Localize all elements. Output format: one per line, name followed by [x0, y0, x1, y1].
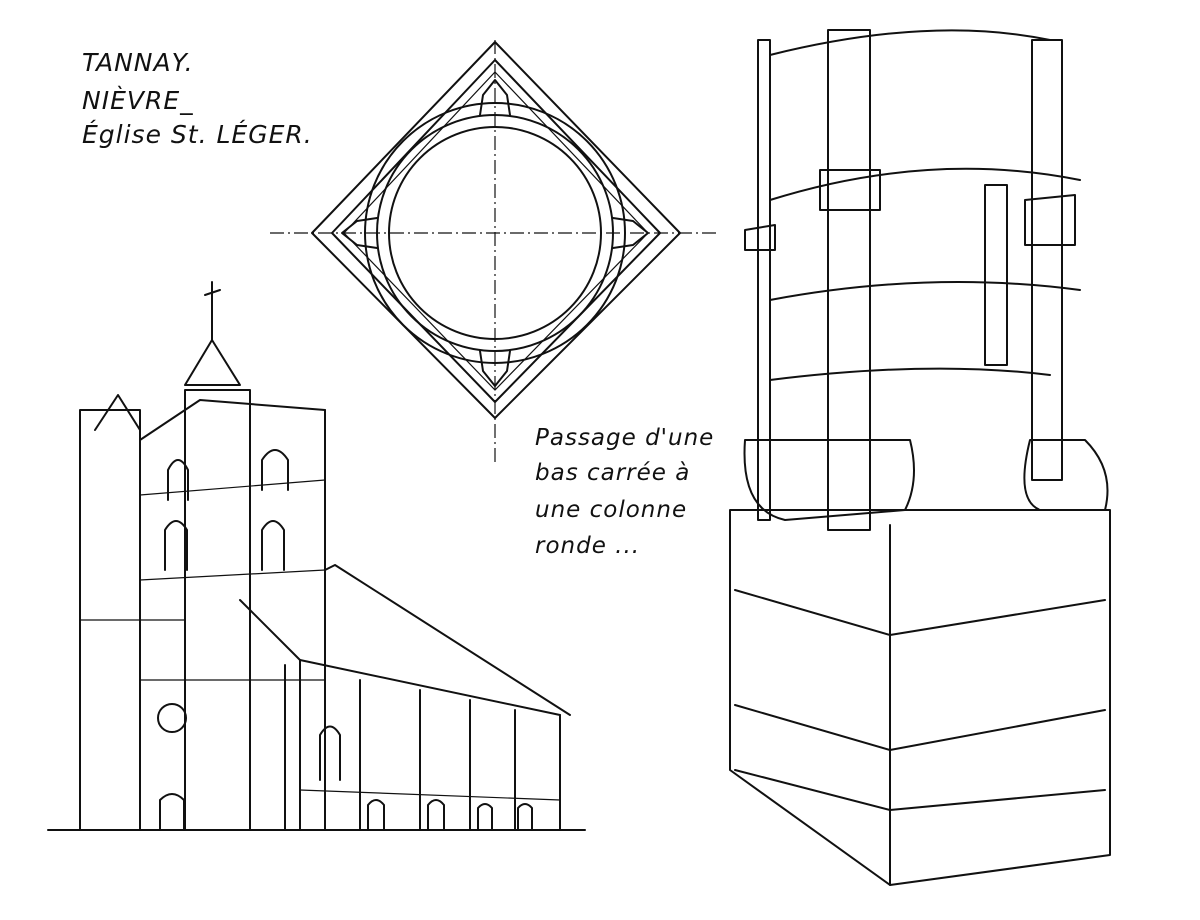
- title-town: TANNAY.: [82, 48, 194, 77]
- note-line-4: ronde ...: [535, 533, 641, 559]
- note-line-3: une colonne: [535, 497, 688, 523]
- title-church: Église St. LÉGER.: [82, 120, 313, 149]
- title-region: NIÈVRE_: [82, 86, 194, 115]
- note-line-1: Passage d'une: [535, 425, 715, 451]
- note-line-2: bas carrée à: [535, 460, 691, 486]
